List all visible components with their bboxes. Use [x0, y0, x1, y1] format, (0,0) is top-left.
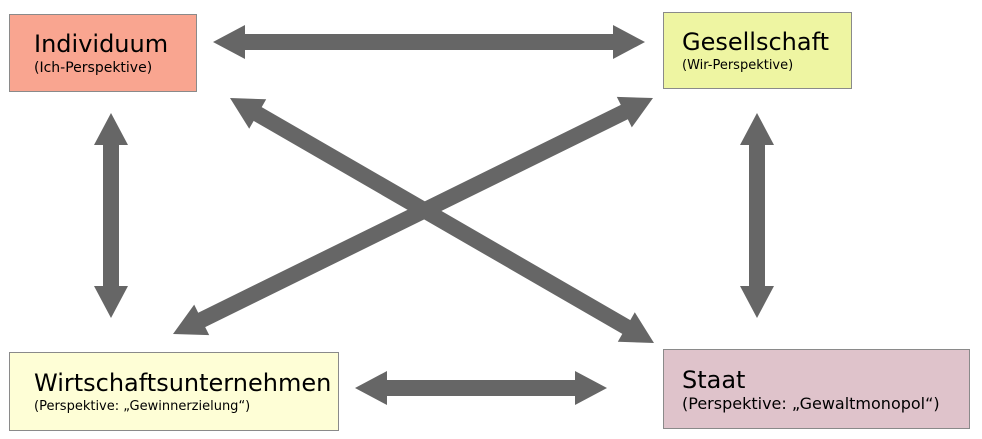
node-staat-subtitle: (Perspektive: „Gewaltmonopol“) [682, 394, 940, 413]
node-gesellschaft: Gesellschaft (Wir-Perspektive) [663, 12, 852, 89]
node-staat-title: Staat [682, 366, 746, 394]
arrow-individuum-gesellschaft [213, 25, 645, 59]
node-individuum-title: Individuum [34, 30, 169, 58]
arrow-wirtschaft-staat [355, 371, 607, 405]
node-wirtschaft-subtitle: (Perspektive: „Gewinnerzielung“) [34, 398, 251, 414]
node-gesellschaft-subtitle: (Wir-Perspektive) [682, 57, 794, 73]
arrow-individuum-wirtschaft [94, 113, 128, 318]
node-gesellschaft-title: Gesellschaft [682, 27, 830, 56]
arrow-gesellschaft-staat [740, 113, 774, 318]
node-individuum-subtitle: (Ich-Perspektive) [34, 60, 153, 76]
node-wirtschaft-title: Wirtschaftsunternehmen [34, 368, 332, 397]
node-individuum: Individuum (Ich-Perspektive) [9, 14, 197, 92]
node-wirtschaftsunternehmen: Wirtschaftsunternehmen (Perspektive: „Ge… [9, 352, 339, 431]
arrow-gesellschaft-wirtschaft [173, 96, 653, 336]
arrow-individuum-staat [230, 98, 654, 343]
node-staat: Staat (Perspektive: „Gewaltmonopol“) [663, 349, 970, 429]
